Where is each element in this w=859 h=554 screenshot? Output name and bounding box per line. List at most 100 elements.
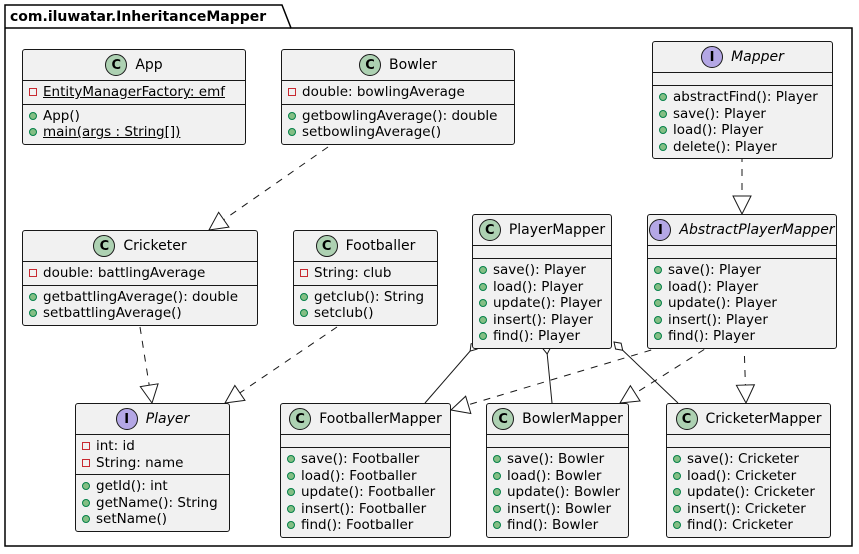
class-member: save(): Player [653,106,832,123]
class-member: update(): Player [473,295,611,312]
class-member: delete(): Player [653,139,832,156]
realization-edge [224,326,338,404]
member-text: getclub(): String [314,288,425,305]
public-visibility-icon [479,282,487,291]
class-icon: C [105,54,128,76]
member-text: update(): Cricketer [687,484,815,500]
member-text: load(): Cricketer [687,467,797,484]
member-text: abstractFind(): Player [673,89,818,105]
member-text: load(): Footballer [301,467,417,484]
class-member: setclub() [294,305,437,322]
realization-edge [619,341,717,404]
private-visibility-icon [82,458,90,467]
public-visibility-icon [288,128,296,136]
member-text: save(): Footballer [301,451,420,467]
member-text: save(): Bowler [507,451,605,467]
class-member: setbattlingAverage() [23,305,257,322]
class-member: int: id [76,438,229,455]
class-member: getName(): String [76,495,229,512]
member-text: find(): Player [668,328,756,344]
public-visibility-icon [493,521,501,529]
public-visibility-icon [479,332,487,340]
member-text: insert(): Player [668,311,768,328]
class-name: CricketerMapper [705,411,822,427]
class-icon: C [675,408,698,430]
methods-section: App()main(args : String[]) [23,103,245,144]
member-text: find(): Player [493,328,581,344]
private-visibility-icon [82,442,90,450]
public-visibility-icon [673,471,681,480]
public-visibility-icon [287,471,295,480]
class-icon: C [289,408,312,430]
class-member: update(): Player [648,295,836,312]
class-member: EntityManagerFactory: emf [23,84,245,101]
realization-arrowhead [732,195,752,216]
public-visibility-icon [287,455,295,463]
member-text: save(): Cricketer [687,451,799,467]
fields-section: double: battlingAverage [23,261,257,285]
interface-icon: I [649,219,672,241]
fields-section [648,245,836,258]
member-text: save(): Player [668,262,761,278]
fields-section: double: bowlingAverage [282,80,514,104]
class-name: FootballerMapper [319,411,442,427]
public-visibility-icon [659,109,667,118]
class-member: load(): Player [653,122,832,139]
member-text: load(): Bowler [507,467,602,484]
public-visibility-icon [673,455,681,463]
realization-arrowhead [208,211,230,231]
fields-section [281,434,450,447]
realization-arrowhead [619,384,641,404]
class-member: double: battlingAverage [23,265,257,282]
class-icon: C [315,235,338,257]
member-text: find(): Bowler [507,517,599,533]
class-name: App [135,57,163,73]
member-text: insert(): Player [493,311,593,328]
class-member: insert(): Player [473,312,611,329]
class-member: update(): Bowler [487,484,628,501]
private-visibility-icon [300,269,308,277]
class-member: insert(): Player [648,312,836,329]
member-text: save(): Player [493,262,586,278]
class-member: insert(): Bowler [487,501,628,518]
class-member: load(): Bowler [487,468,628,485]
class-member: insert(): Footballer [281,501,450,518]
private-visibility-icon [29,88,37,96]
aggregation-diamond [613,341,624,351]
class-member: String: club [294,265,437,282]
public-visibility-icon [493,504,501,513]
aggregation-edge [613,341,679,404]
member-text: getId(): int [96,478,168,494]
public-visibility-icon [287,504,295,513]
public-visibility-icon [493,455,501,463]
public-visibility-icon [493,488,501,496]
public-visibility-icon [479,299,487,307]
member-text: load(): Player [673,122,764,138]
class-member: find(): Bowler [487,517,628,534]
public-visibility-icon [288,111,296,120]
class-member: save(): Player [648,262,836,279]
public-visibility-icon [29,292,37,301]
class-name: PlayerMapper [508,222,606,238]
public-visibility-icon [654,266,662,274]
realization-edge [450,341,679,411]
class-member: double: bowlingAverage [282,84,514,101]
public-visibility-icon [82,482,90,490]
class-header: C App [23,50,245,80]
public-visibility-icon [287,521,295,529]
member-text: App() [43,107,80,124]
